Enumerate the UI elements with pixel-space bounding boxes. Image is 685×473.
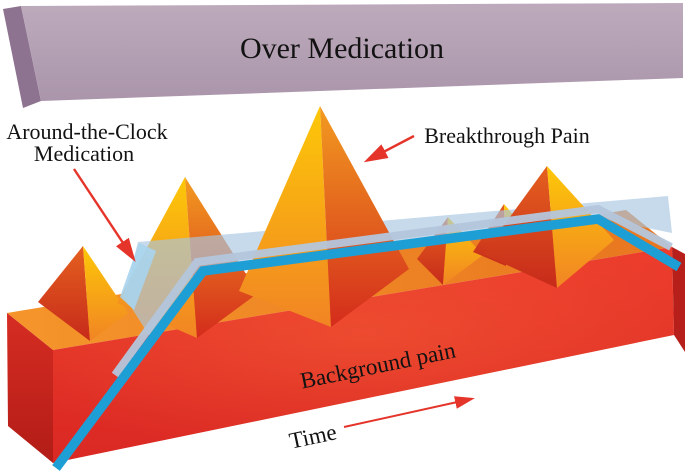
bar-front-face	[21, 3, 683, 101]
bar-side-face	[3, 6, 41, 108]
over-medication-bar: Over Medication	[3, 3, 683, 108]
spike6-right-face	[547, 166, 614, 288]
atc-arrow-icon	[72, 168, 136, 263]
spike1-right-face	[83, 246, 128, 341]
spike3-right-face	[320, 106, 409, 327]
spike3-left-face	[239, 106, 331, 327]
over-medication-label: Over Medication	[240, 32, 444, 65]
breakthrough-label: Breakthrough Pain	[424, 123, 590, 148]
slab-front-highlight	[53, 247, 674, 463]
spike1-left-face	[38, 246, 90, 341]
plane-surface	[124, 196, 672, 340]
slab-left-face	[7, 313, 53, 463]
time-label: Time	[287, 419, 339, 453]
plane-front-thickness-band	[111, 204, 673, 378]
slab-right-face	[672, 247, 685, 352]
plane-left-edge	[120, 243, 156, 310]
pain-spike-1	[38, 246, 128, 341]
atc-medication-plane	[120, 196, 672, 340]
atc-label-line1: Around-the-Clock	[6, 119, 167, 144]
medication-level-line	[52, 214, 682, 471]
breakthrough-arrow-icon	[363, 134, 415, 163]
pain-spike-3	[239, 106, 409, 327]
time-arrow-icon	[343, 396, 475, 428]
atc-label-line2: Medication	[34, 141, 134, 166]
